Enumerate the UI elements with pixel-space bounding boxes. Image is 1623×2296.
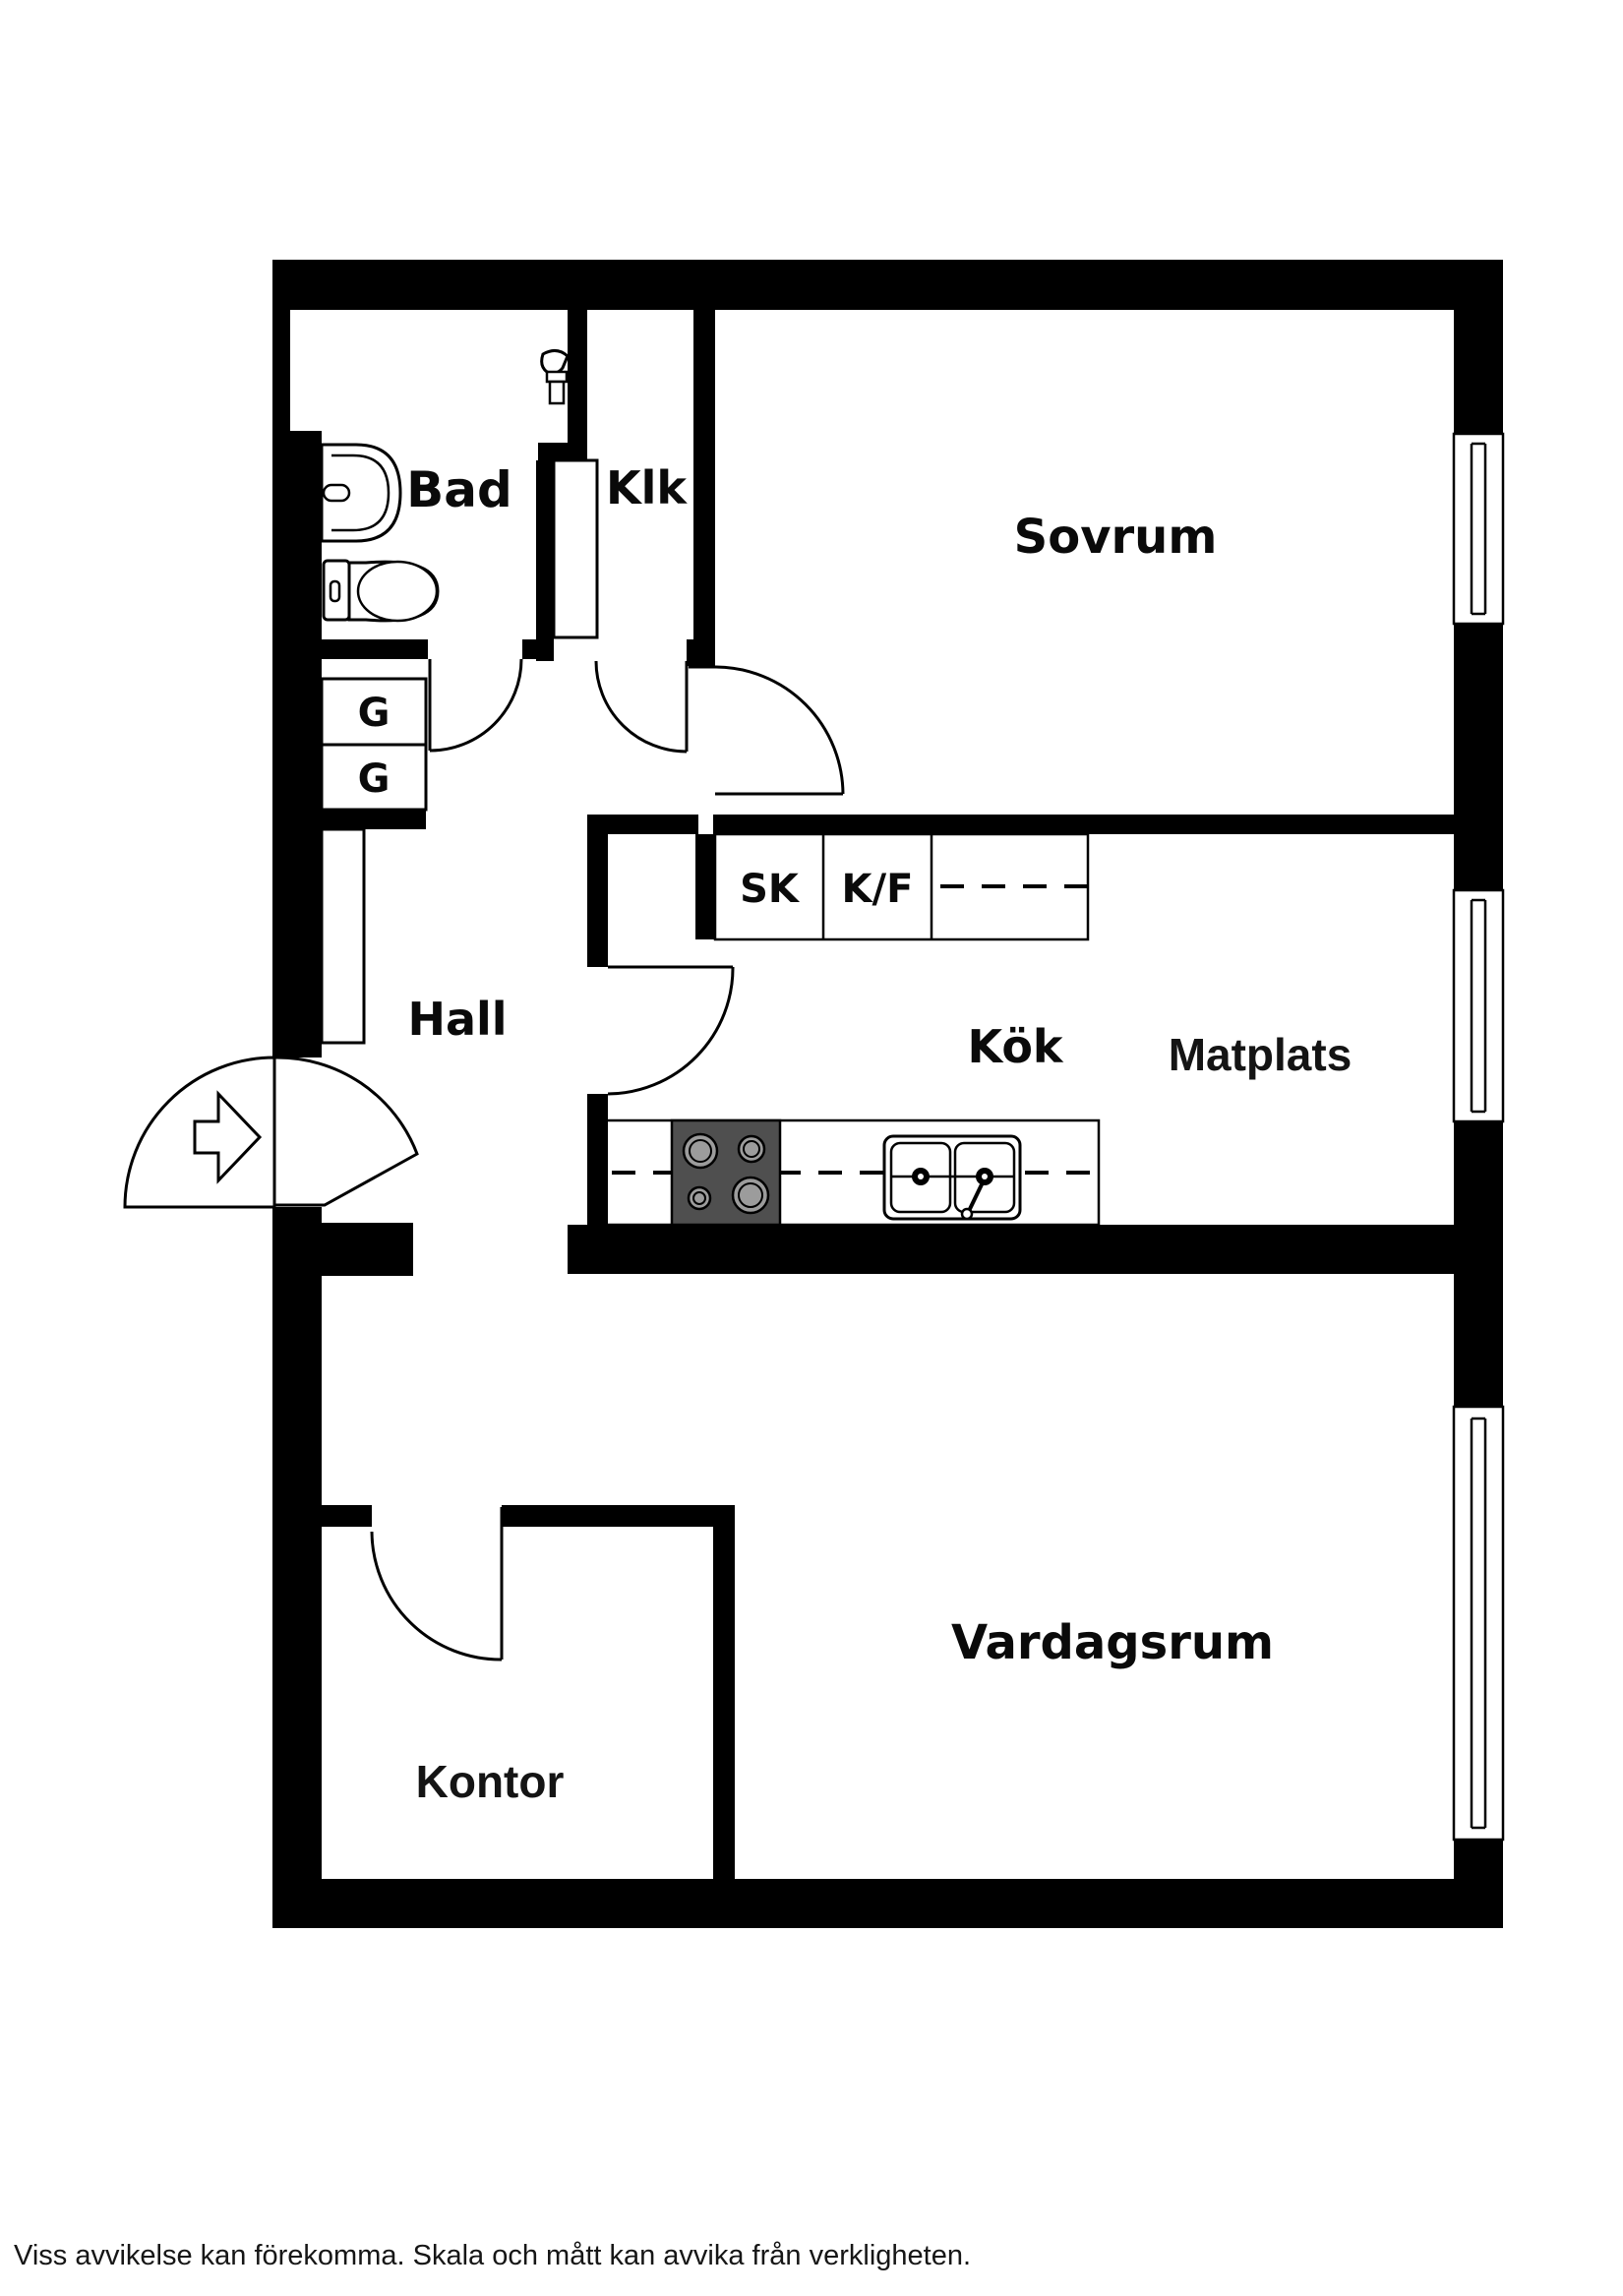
- cabinet-label-kf: K/F: [842, 867, 914, 912]
- sovrum-window-icon: [1452, 432, 1505, 626]
- room-label-kontor: Kontor: [416, 1756, 565, 1807]
- bath-faucet-icon: [540, 349, 570, 405]
- room-label-vardagsrum: Vardagsrum: [951, 1615, 1274, 1670]
- wall-bottom: [272, 1879, 1503, 1928]
- hall-door-leaf: [320, 827, 366, 1045]
- wall-bad-bottom: [272, 639, 428, 659]
- wall-kitchen-bottom: [568, 1225, 1454, 1274]
- room-label-sovrum: Sovrum: [1014, 510, 1218, 565]
- wall-hall-kitchen-upper: [587, 834, 608, 967]
- wall-top: [272, 260, 1503, 310]
- disclaimer-text: Viss avvikelse kan förekomma. Skala och …: [14, 2240, 971, 2271]
- wall-klk-left-lower: [536, 460, 554, 661]
- counter: [604, 1118, 1101, 1227]
- entrance-arrow-icon: [193, 1090, 263, 1184]
- entrance-door: [123, 1056, 419, 1209]
- bathroom-fixtures: [320, 349, 570, 623]
- wall-right-seg2: [1454, 624, 1503, 890]
- wall-right-seg3: [1454, 1121, 1503, 1407]
- vardagsrum-window-icon: [1452, 1405, 1505, 1842]
- walls: [272, 260, 1503, 1928]
- sovrum-door: [689, 665, 845, 796]
- wall-kitchen-top-left: [587, 815, 698, 834]
- wardrobes: G G: [320, 677, 428, 812]
- kontor-door: [370, 1507, 504, 1662]
- room-label-kok: Kök: [967, 1020, 1063, 1073]
- wardrobe-cell-2: [320, 743, 428, 812]
- kitchen-counter: [604, 1118, 1101, 1227]
- matplats-window-icon: [1452, 888, 1505, 1123]
- room-label-bad: Bad: [406, 461, 512, 518]
- wall-left-bad-thin: [272, 260, 290, 431]
- wall-sovrum-bottom: [713, 815, 1454, 834]
- wall-cabinet-stub: [695, 834, 715, 939]
- wardrobe-label-2: G: [358, 756, 391, 802]
- wall-klk-sovrum-divider-foot: [687, 639, 715, 666]
- entrance-inner-fan: [272, 1056, 419, 1207]
- windows: [1452, 432, 1505, 1842]
- wall-bad-klk-connector: [538, 443, 587, 460]
- stove-icon: [670, 1118, 782, 1227]
- room-labels: Bad Klk Sovrum Hall Kök Matplats Vardags…: [406, 461, 1352, 1807]
- wall-hall-stub: [322, 1223, 413, 1276]
- wall-left-mid: [272, 431, 322, 1057]
- wall-bad-klk-divider-upper: [568, 310, 587, 443]
- room-label-klk: Klk: [606, 461, 688, 514]
- bath-sink-icon: [320, 443, 402, 543]
- kitchen-door: [607, 965, 735, 1096]
- wall-right-seg4: [1454, 1840, 1503, 1928]
- wall-right-seg1: [1454, 310, 1503, 434]
- doors: [123, 458, 845, 1662]
- toilet-icon: [322, 559, 440, 623]
- kitchen-sink-icon: [882, 1134, 1022, 1221]
- wall-kontor-top-left: [322, 1505, 372, 1527]
- klk-door: [594, 660, 689, 754]
- wall-kontor-top-right: [502, 1505, 735, 1527]
- wardrobe-cell-1: [320, 677, 428, 747]
- wall-left-lower: [272, 1207, 322, 1928]
- wardrobe-label-1: G: [358, 691, 391, 736]
- klk-door-leaf: [552, 458, 599, 639]
- cabinet-label-sk: SK: [740, 867, 801, 912]
- wall-kontor-vardagsrum-divider: [713, 1505, 735, 1879]
- room-label-hall: Hall: [407, 993, 507, 1046]
- bad-door: [428, 658, 523, 753]
- wall-klk-sovrum-divider: [693, 310, 715, 639]
- room-label-matplats: Matplats: [1169, 1029, 1352, 1080]
- kitchen-cabinets: SK K/F: [713, 832, 1090, 941]
- wall-hall-kitchen-lower: [587, 1094, 608, 1225]
- wall-wardrobe-stub: [322, 810, 426, 829]
